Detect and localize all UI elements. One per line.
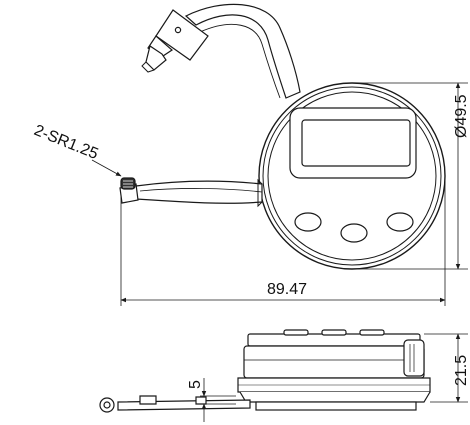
- right-button: [386, 212, 414, 232]
- display-bezel: [289, 107, 417, 179]
- side-dimensions: [200, 333, 468, 422]
- lcd-screen: [301, 119, 411, 167]
- left-button: [294, 212, 322, 232]
- side-bottom-plate: [255, 401, 417, 411]
- side-body: [243, 345, 425, 379]
- lower-probe: [119, 177, 263, 208]
- length-label: 89.47: [267, 281, 307, 298]
- side-button-2: [321, 329, 347, 336]
- dial-housing: [258, 82, 446, 270]
- center-button: [340, 223, 368, 243]
- side-top-cap: [247, 333, 421, 347]
- upper-probe: [141, 9, 209, 73]
- side-probe-arm: [117, 399, 251, 411]
- radius-callout: 2-SR1.25: [32, 122, 101, 163]
- side-view: [99, 329, 431, 413]
- offset-label: 5: [187, 380, 204, 389]
- front-dimensions: [91, 82, 468, 306]
- height-label: 21.5: [453, 355, 470, 386]
- arm: [184, 3, 301, 99]
- side-button-3: [359, 329, 385, 336]
- side-probe-tip: [99, 397, 115, 413]
- front-view: [119, 3, 446, 270]
- diameter-label: Ø49.5: [453, 94, 470, 138]
- probe-screw-hole: [174, 26, 182, 34]
- side-button-1: [283, 329, 309, 336]
- radius-leader: [91, 159, 122, 177]
